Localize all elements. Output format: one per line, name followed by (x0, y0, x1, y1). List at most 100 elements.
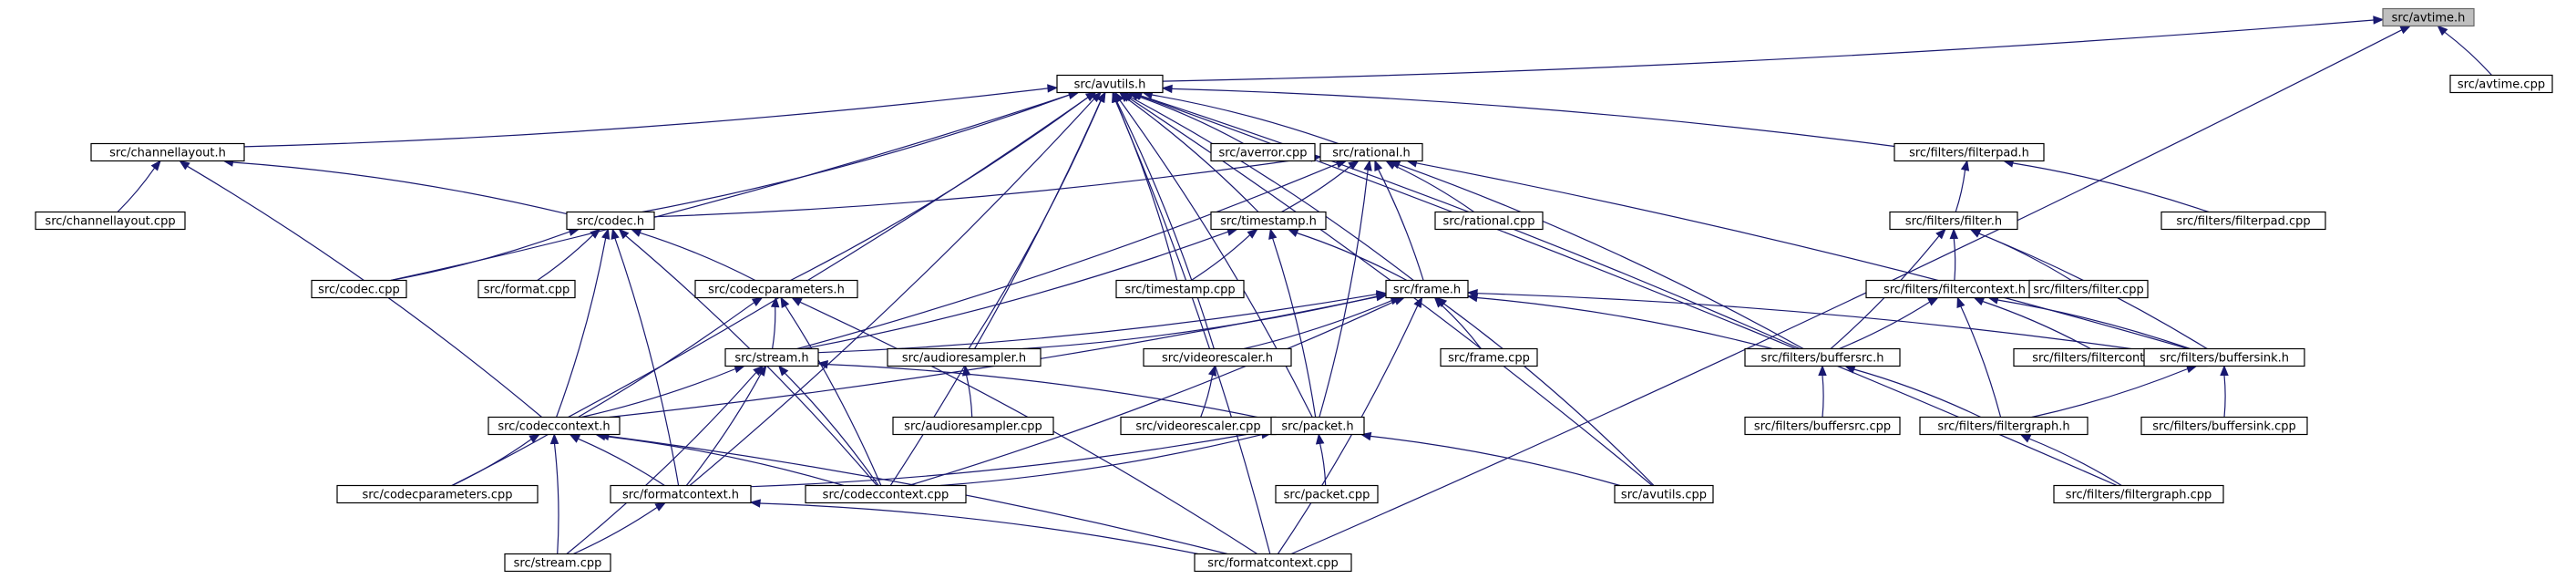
node-label: src/filters/filtergraph.h (1937, 420, 2069, 434)
node-packet-cpp[interactable]: src/packet.cpp (1275, 484, 1379, 504)
node-avtime-h[interactable]: src/avtime.h (2382, 7, 2475, 27)
edge-audioresampler-h-to-frame-h (1022, 292, 1388, 350)
arrowhead (1466, 289, 1478, 298)
node-buffersrc-h[interactable]: src/filters/buffersrc.h (1744, 347, 1901, 367)
arrowhead (816, 360, 828, 369)
edge-line (908, 300, 1396, 487)
node-label: src/channellayout.cpp (45, 215, 175, 229)
arrowhead (630, 228, 642, 237)
node-codec-h[interactable]: src/codec.h (566, 211, 655, 231)
edge-line (2444, 31, 2493, 76)
node-stream-h[interactable]: src/stream.h (724, 347, 819, 367)
node-avtime-cpp[interactable]: src/avtime.cpp (2449, 74, 2553, 94)
edge-line (553, 443, 559, 554)
node-codeccontext-h[interactable]: src/codeccontext.h (487, 416, 621, 436)
node-label: src/rational.h (1332, 147, 1411, 160)
edge-line (1853, 368, 1982, 419)
node-videorescaler-h[interactable]: src/videorescaler.h (1143, 347, 1292, 367)
arrowhead (1413, 296, 1423, 309)
edge-line (817, 294, 1378, 354)
edge-line (390, 231, 570, 282)
node-videorescaler-cpp[interactable]: src/videorescaler.cpp (1120, 416, 1277, 436)
edge-filterpad-cpp-to-filterpad-h (2002, 159, 2210, 213)
node-box (336, 484, 539, 504)
node-box (1919, 416, 2089, 436)
node-box (1889, 211, 2018, 231)
node-stream-cpp[interactable]: src/stream.cpp (504, 553, 611, 573)
node-codeccontext-cpp[interactable]: src/codeccontext.cpp (805, 484, 967, 504)
edge-line (1200, 374, 1214, 418)
edge-line (2028, 438, 2122, 487)
edge-line (117, 167, 156, 212)
node-channellayout-h[interactable]: src/channellayout.h (90, 142, 245, 162)
node-rational-h[interactable]: src/rational.h (1319, 142, 1423, 162)
arrowhead (1949, 228, 1959, 240)
edge-formatcontext-h-to-codec-h (611, 228, 680, 486)
node-box (1744, 416, 1901, 436)
edge-codeccontext-h-to-avutils-h (568, 91, 1097, 419)
edge-line (1190, 234, 1251, 282)
edge-line (1398, 164, 1804, 350)
edge-line (1378, 169, 1424, 281)
edge-line (568, 97, 1089, 419)
node-formatcontext-cpp[interactable]: src/formatcontext.cpp (1194, 553, 1352, 573)
node-format-cpp[interactable]: src/format.cpp (477, 279, 576, 299)
node-filtercontext-h[interactable]: src/filters/filtercontext.h (1865, 279, 2044, 299)
arrowhead (1927, 296, 1939, 306)
node-formatcontext-h[interactable]: src/formatcontext.h (610, 484, 752, 504)
edge-line (1297, 232, 1408, 282)
node-avutils-cpp[interactable]: src/avutils.cpp (1614, 484, 1714, 504)
node-timestamp-h[interactable]: src/timestamp.h (1210, 211, 1327, 231)
node-codec-cpp[interactable]: src/codec.cpp (311, 279, 407, 299)
edge-line (578, 438, 665, 487)
node-filter-h[interactable]: src/filters/filter.h (1889, 211, 2018, 231)
node-rational-cpp[interactable]: src/rational.cpp (1434, 211, 1544, 231)
edge-line (1476, 296, 1773, 350)
edge-codeccontext-h-to-stream-h (581, 365, 745, 419)
node-timestamp-cpp[interactable]: src/timestamp.cpp (1115, 279, 1245, 299)
edge-line (1319, 170, 1369, 418)
edge-line (1272, 238, 1317, 418)
edge-line (2031, 367, 2189, 419)
node-filtergraph-cpp[interactable]: src/filters/filtergraph.cpp (2053, 484, 2224, 504)
arrowhead (1435, 296, 1448, 307)
edge-line (243, 88, 1049, 148)
node-box (724, 347, 819, 367)
node-audioresampler-h[interactable]: src/audioresampler.h (887, 347, 1042, 367)
node-buffersink-h[interactable]: src/filters/buffersink.h (2143, 347, 2305, 367)
node-filter-cpp[interactable]: src/filters/filter.cpp (2028, 279, 2149, 299)
arrowhead (756, 365, 767, 377)
node-codecparameters-h[interactable]: src/codecparameters.h (694, 279, 858, 299)
node-label: src/formatcontext.cpp (1207, 557, 1339, 571)
node-frame-cpp[interactable]: src/frame.cpp (1440, 347, 1538, 367)
arrowhead (179, 160, 190, 171)
node-label: src/codec.cpp (318, 284, 400, 297)
node-buffersrc-cpp[interactable]: src/filters/buffersrc.cpp (1744, 416, 1901, 436)
node-audioresampler-cpp[interactable]: src/audioresampler.cpp (892, 416, 1054, 436)
node-codecparameters-cpp[interactable]: src/codecparameters.cpp (336, 484, 539, 504)
arrowhead (590, 228, 601, 239)
node-filterpad-h[interactable]: src/filters/filterpad.h (1894, 142, 2045, 162)
edge-line (1243, 300, 1392, 350)
node-buffersink-cpp[interactable]: src/filters/buffersink.cpp (2140, 416, 2308, 436)
node-label: src/codecparameters.cpp (362, 489, 512, 502)
node-label: src/stream.h (734, 352, 808, 366)
edge-stream-cpp-to-codeccontext-h (549, 433, 559, 554)
node-box (566, 211, 655, 231)
node-filterpad-cpp[interactable]: src/filters/filterpad.cpp (2160, 211, 2326, 231)
arrowhead (1096, 91, 1106, 103)
node-packet-h[interactable]: src/packet.h (1270, 416, 1365, 436)
arrowhead (611, 228, 620, 240)
arrowhead (1363, 160, 1372, 171)
edge-codecparameters-cpp-to-codecparameters-h (451, 296, 764, 487)
edge-frame-h-to-rational-h (1374, 160, 1424, 281)
edge-line (1114, 100, 1271, 554)
edge-avutils-h-to-avtime-h (1162, 16, 2385, 82)
node-avutils-h[interactable]: src/avutils.h (1056, 74, 1164, 94)
node-frame-h[interactable]: src/frame.h (1385, 279, 1469, 299)
node-averror-cpp[interactable]: src/averror.cpp (1210, 142, 1316, 162)
edge-line (759, 502, 1198, 555)
arrowhead (1818, 365, 1827, 376)
node-filtergraph-h[interactable]: src/filters/filtergraph.h (1919, 416, 2089, 436)
node-channellayout-cpp[interactable]: src/channellayout.cpp (35, 211, 186, 231)
